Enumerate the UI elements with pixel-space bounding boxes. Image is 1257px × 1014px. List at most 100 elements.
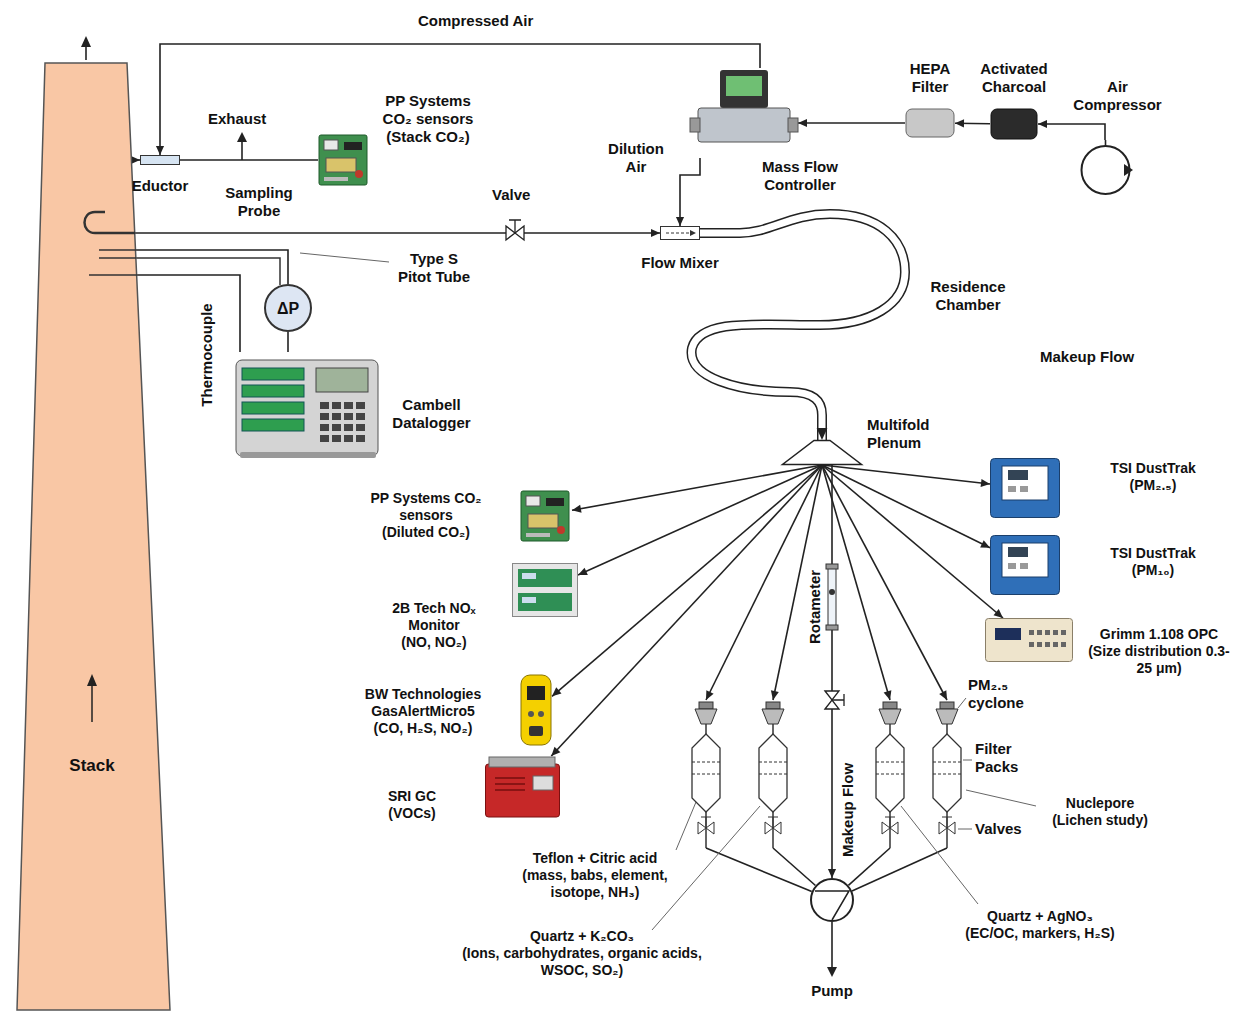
flow-mixer: Flow Mixer — [660, 226, 700, 240]
co2-sensor-part-part — [324, 177, 348, 181]
particle-counter-part-part — [1037, 630, 1042, 635]
dust-monitor: TSI DustTrak(PM₁₀) — [990, 535, 1060, 595]
datalogger-part-part — [332, 424, 341, 431]
part-label: Compressed Air — [418, 12, 533, 30]
pump: Pump — [810, 878, 854, 922]
filter-pack-part-part — [762, 709, 784, 724]
device-detail: (Ions, carbohydrates, organic acids, WSO… — [462, 945, 702, 979]
datalogger-part-part — [356, 435, 365, 442]
leader-lines — [652, 698, 1036, 930]
dust-monitor-part-part — [1020, 563, 1028, 569]
arrow-line — [831, 922, 833, 968]
nox-monitor-part-part — [518, 593, 572, 611]
particle-counter-part-part — [986, 619, 1073, 662]
filter-pack-part — [929, 700, 965, 848]
device-detail: (Diluted CO₂) — [370, 524, 482, 541]
connector — [798, 119, 905, 127]
stack-chimney-part-part — [89, 250, 137, 275]
rotameter-flange — [826, 625, 838, 630]
connector — [578, 465, 822, 575]
datalogger-part-part — [240, 452, 376, 458]
valve-handle — [509, 220, 521, 233]
part-label: Dilution Air — [600, 140, 672, 176]
stack-chimney-part-part — [85, 212, 136, 233]
nox-monitor: 2B Tech NOₓ Monitor(NO, NO₂) — [512, 563, 578, 617]
arrowhead — [1038, 120, 1047, 128]
device-label: Activated Charcoal — [969, 60, 1059, 96]
device-detail: (NO, NO₂) — [384, 634, 484, 651]
vertical-label: Makeup Flow — [839, 763, 857, 857]
stack-chimney-part-part — [91, 684, 93, 722]
co2-sensor-part-part — [526, 533, 550, 537]
co2-sensor-part — [318, 134, 368, 186]
connector — [136, 250, 288, 284]
filter-pack: Quartz + AgNO₃(EC/OC, markers, H₂S) — [872, 700, 908, 848]
particle-counter-part-part — [995, 628, 1021, 640]
label-group: 2B Tech NOₓ Monitor(NO, NO₂) — [384, 600, 484, 651]
gas-chromatograph-part-part — [489, 757, 555, 767]
leader-line — [901, 806, 978, 904]
valve-symbol — [825, 691, 844, 709]
filter-pack-part-part — [695, 709, 717, 724]
connector-line — [160, 44, 760, 155]
connector — [131, 156, 140, 164]
plenum-part-part — [783, 441, 862, 465]
label-group: Stack — [42, 756, 142, 776]
connector — [135, 229, 660, 237]
connector-line — [572, 465, 822, 510]
particle-counter-part-part — [1053, 630, 1058, 635]
device-label: 2B Tech NOₓ Monitor — [384, 600, 484, 634]
arrowhead — [771, 690, 779, 700]
connector-line — [136, 250, 288, 284]
device-detail: (VOCs) — [379, 805, 445, 822]
device-detail: (CO, H₂S, NO₂) — [353, 720, 493, 737]
charcoal-filter-part-part — [991, 109, 1037, 139]
connector — [137, 275, 240, 352]
filter-pack-part-part — [876, 762, 904, 774]
flow-mixer-part-part — [690, 230, 696, 236]
pressure-transducer: ΔP — [264, 284, 312, 332]
filter-pack: Quartz + K₂CO₃(Ions, carbohydrates, orga… — [755, 700, 791, 848]
co2-sensor-part-part — [528, 514, 558, 528]
arrowhead — [980, 540, 990, 548]
filter-pack-part-part — [766, 702, 780, 709]
particle-counter-part-part — [1045, 630, 1050, 635]
device-label: PP Systems CO₂ sensors — [370, 490, 482, 524]
connector-line — [137, 275, 240, 352]
valve-handle — [832, 694, 844, 706]
label-group: ΔP — [264, 284, 312, 332]
label-group: Eductor — [128, 177, 192, 195]
label-group: Quartz + K₂CO₃(Ions, carbohydrates, orga… — [462, 928, 702, 979]
device-label: TSI DustTrak — [1088, 460, 1218, 477]
connector-line — [180, 159, 318, 161]
co2-sensor-part — [520, 490, 572, 540]
mass-flow-controller-part-part — [698, 108, 790, 142]
part-label: Valve — [492, 186, 530, 204]
arrowhead — [578, 568, 588, 575]
arrowhead — [955, 119, 964, 127]
datalogger-part-part — [242, 402, 304, 414]
co2-sensor-part-part — [326, 158, 356, 172]
nox-monitor-part-part — [522, 597, 536, 603]
rotameter-tube — [828, 568, 836, 626]
co2-sensor-part-part — [521, 491, 569, 541]
stack-outlet-arrow — [81, 36, 91, 60]
co2-sensor-part-part — [319, 135, 367, 185]
leader-line — [676, 802, 696, 850]
connector — [773, 848, 816, 886]
device-detail: (Stack CO₂) — [372, 128, 484, 146]
arrow-line — [85, 46, 87, 60]
charcoal-filter-part — [990, 108, 1038, 140]
connector-line — [822, 465, 1003, 618]
mass-flow-controller-part-part — [726, 76, 762, 96]
connector — [180, 160, 318, 161]
nox-monitor-part-part — [513, 564, 578, 617]
gas-chromatograph-part — [485, 756, 560, 818]
connector-line — [287, 332, 289, 352]
filter-pack: Teflon + Citric acid(mass, babs, element… — [688, 700, 724, 848]
eductor-box: Eductor — [140, 155, 180, 165]
dust-monitor-part-part — [1002, 466, 1048, 500]
hepa-filter: HEPA Filter — [905, 108, 955, 138]
connector — [156, 44, 760, 155]
filter-pack-part-part — [879, 709, 901, 724]
